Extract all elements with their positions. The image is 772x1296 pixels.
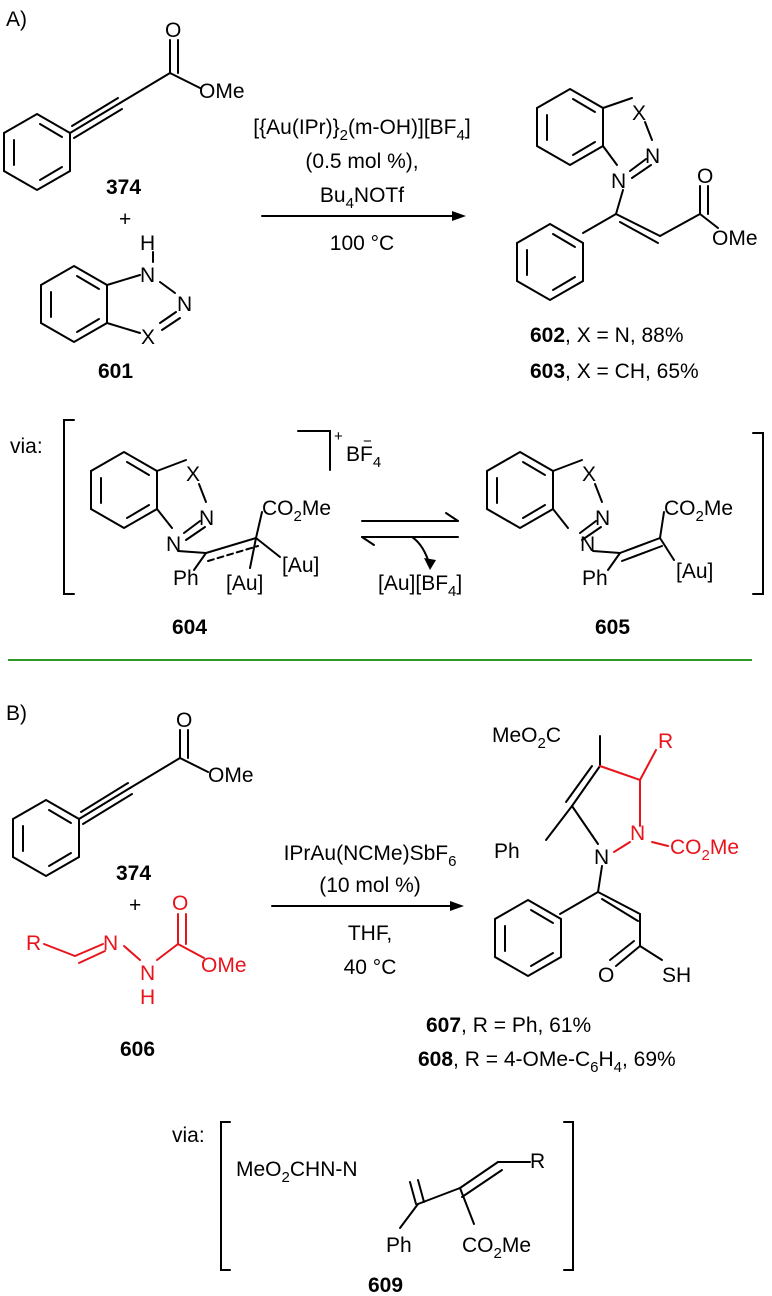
n1: N	[611, 170, 626, 193]
loading-a: (0.5 mol %),	[305, 150, 418, 173]
r-group: R	[530, 1150, 545, 1173]
bracket-left-a	[63, 419, 75, 595]
solvent-b: THF,	[348, 922, 392, 945]
label-601: 601	[98, 360, 133, 383]
bracket-right-a	[752, 432, 764, 595]
n2: N	[595, 507, 610, 530]
panel-a-label: A)	[6, 8, 27, 31]
ph-609: Ph	[386, 1234, 412, 1257]
nh-h: H	[140, 986, 155, 1009]
hydrazone-left: MeO2CHN-N	[236, 1158, 358, 1186]
additive-a: Bu4NOTf	[320, 184, 404, 212]
temperature-a: 100 °C	[330, 232, 394, 255]
au-bf4-reagent: [Au][BF4]	[378, 572, 462, 600]
ester-ome: OMe	[208, 764, 254, 787]
label-605: 605	[595, 616, 630, 639]
x-atom: X	[186, 463, 200, 486]
n2: N	[630, 822, 645, 845]
ester-604: CO2Me	[262, 497, 331, 525]
compound-606: R N N H O OMe	[26, 892, 247, 1009]
label-609: 609	[368, 1274, 403, 1296]
intermediate-609: MeO2CHN-N R Ph CO2Me	[236, 1150, 545, 1262]
label-374-b: 374	[116, 862, 151, 885]
ph-604: Ph	[173, 567, 199, 590]
charge-bracket	[297, 430, 331, 471]
via-label-b: via:	[172, 1124, 205, 1147]
x-atom: X	[582, 463, 596, 486]
ester-left: MeO2C	[492, 724, 561, 752]
ester-ome: OMe	[199, 80, 245, 103]
ester-609: CO2Me	[462, 1234, 531, 1262]
bracket-right-b	[563, 1121, 574, 1271]
n2: N	[199, 507, 214, 530]
n2: N	[177, 293, 192, 316]
n1: N	[594, 846, 609, 869]
n2: N	[645, 145, 660, 168]
nh-h: H	[140, 232, 155, 255]
au-604-bottom: [Au]	[226, 572, 263, 595]
x-atom: X	[141, 326, 155, 349]
imine-n: N	[103, 932, 118, 955]
counterion-604: BF4	[346, 443, 381, 471]
ester-ome: OMe	[712, 227, 758, 250]
plus-b: +	[129, 894, 141, 917]
catalyst-b: IPrAu(NCMe)SbF6	[284, 842, 457, 870]
via-label-a: via:	[10, 435, 43, 458]
thiol-sh: SH	[662, 964, 691, 987]
ester-605: CO2Me	[664, 497, 733, 525]
compound-374-b: O OMe	[12, 709, 254, 878]
n1: N	[580, 533, 595, 556]
compound-374-a: O OMe	[3, 19, 245, 192]
label-604: 604	[172, 616, 207, 639]
result-607: 607, R = Ph, 61%	[426, 1014, 591, 1037]
ph-607: Ph	[494, 840, 520, 863]
bracket-left-b	[220, 1121, 231, 1271]
intermediate-605: X N N CO2Me Ph [Au]	[486, 450, 733, 590]
carbonyl-o: O	[598, 964, 614, 987]
panel-b-label: B)	[6, 702, 27, 725]
au-604-right: [Au]	[282, 554, 319, 577]
r-group: R	[658, 730, 673, 753]
n1: N	[166, 533, 181, 556]
label-606: 606	[120, 1038, 155, 1061]
result-602: 602, X = N, 88%	[530, 324, 684, 347]
carbonyl-o: O	[172, 892, 188, 915]
counterion-charge: −	[363, 433, 372, 450]
carbonyl-o: O	[165, 19, 181, 42]
result-603: 603, X = CH, 65%	[530, 360, 699, 383]
product-607-608: MeO2C R Ph N N CO2Me O SH	[492, 724, 739, 987]
ph-605: Ph	[582, 567, 608, 590]
result-608: 608, R = 4-OMe-C6H4, 69%	[418, 1048, 676, 1076]
charge-plus: +	[334, 428, 343, 445]
r-group: R	[26, 932, 41, 955]
loading-b: (10 mol %)	[319, 874, 421, 897]
product-602-603: X N N O OMe	[516, 87, 758, 302]
compound-601: H N N X	[40, 232, 192, 349]
ester-right: CO2Me	[670, 836, 739, 864]
carbonyl-o: O	[176, 709, 192, 732]
temperature-b: 40 °C	[344, 956, 397, 979]
equilibrium-arrows	[361, 512, 459, 570]
carbonyl-o: O	[697, 165, 713, 188]
nh-n: N	[140, 962, 155, 985]
au-605: [Au]	[676, 560, 713, 583]
catalyst-a: [{Au(IPr)}2(m-OH)][BF4]	[253, 116, 470, 144]
plus-a: +	[119, 208, 131, 231]
ester-ome: OMe	[201, 954, 247, 977]
label-374-a: 374	[106, 176, 141, 199]
x-atom: X	[632, 102, 646, 125]
intermediate-604: X N N CO2Me Ph [Au] [Au] + BF4 −	[90, 428, 381, 595]
nh-n: N	[140, 264, 155, 287]
